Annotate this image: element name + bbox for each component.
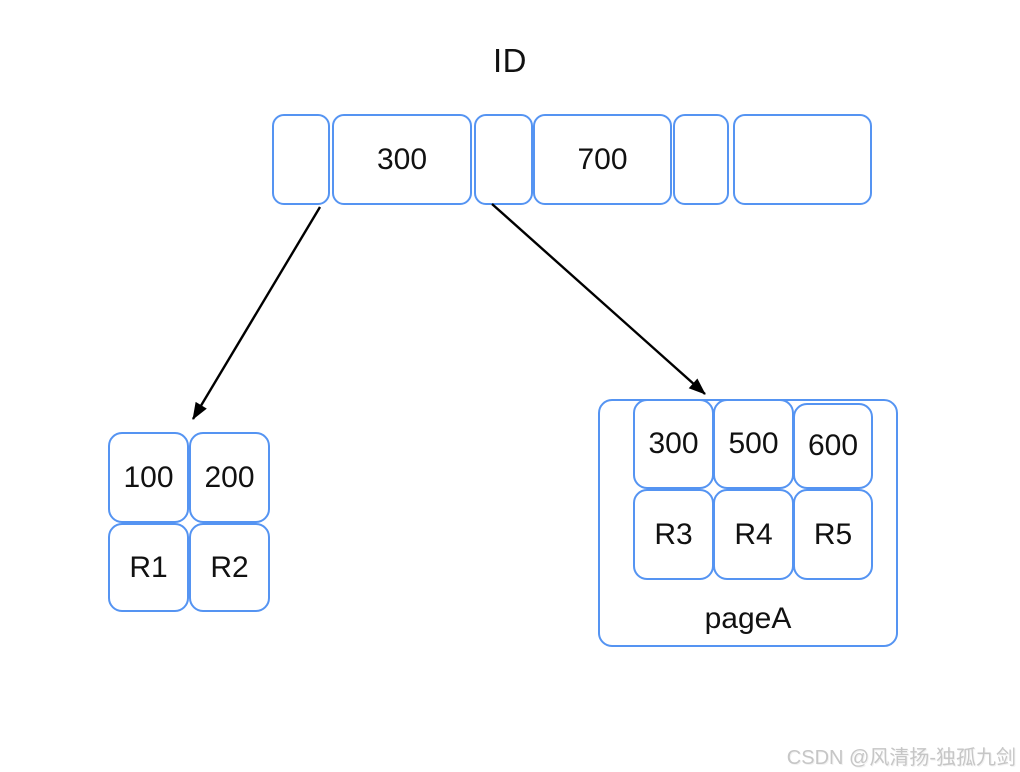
index-cell xyxy=(733,114,872,205)
record-cell: R4 xyxy=(713,489,794,580)
index-cell: 700 xyxy=(533,114,672,205)
pagea-label: pageA xyxy=(704,602,792,635)
arrow-to-left-leaf xyxy=(191,206,322,420)
page-title: ID xyxy=(493,42,527,79)
record-cell: R5 xyxy=(793,489,873,580)
watermark: CSDN @风清扬-独孤九剑 xyxy=(786,747,1016,769)
record-cell: R1 xyxy=(108,523,189,612)
index-cell xyxy=(673,114,729,205)
index-cell: 300 xyxy=(332,114,472,205)
key-cell: 100 xyxy=(108,432,189,523)
key-cell: 200 xyxy=(189,432,270,523)
record-cell: R3 xyxy=(633,489,714,580)
index-cell xyxy=(272,114,330,205)
arrow-to-pagea xyxy=(491,203,706,395)
key-cell: 600 xyxy=(793,403,873,489)
index-cell xyxy=(474,114,533,205)
key-cell: 300 xyxy=(633,399,714,489)
key-cell: 500 xyxy=(713,399,794,489)
record-cell: R2 xyxy=(189,523,270,612)
